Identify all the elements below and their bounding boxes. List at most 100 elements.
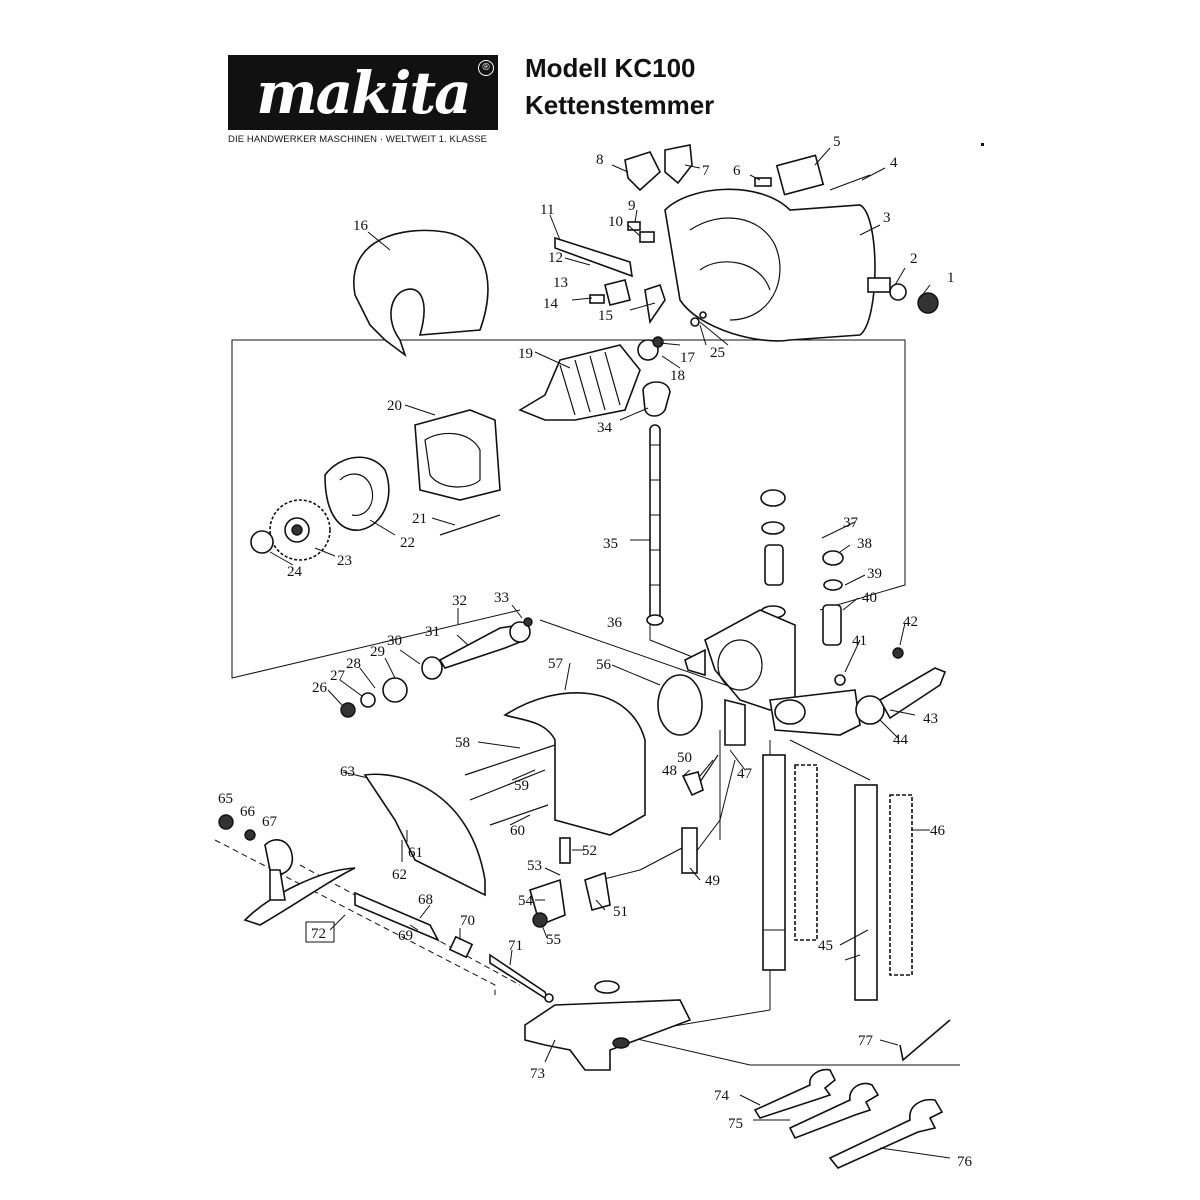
- blade-guard-16: [353, 229, 489, 358]
- callout-69: 69: [398, 928, 413, 944]
- chain-guard-group: [363, 674, 746, 897]
- brand-tagline: DIE HANDWERKER MASCHINEN · WELTWEIT 1. K…: [228, 134, 488, 145]
- callout-19: 19: [518, 346, 533, 362]
- callout-59: 59: [514, 778, 529, 794]
- callout-18: 18: [670, 368, 685, 384]
- drive-shaft-group: [340, 617, 533, 718]
- gear-group: [250, 499, 331, 561]
- brand-logo-background: [228, 55, 498, 130]
- callout-74: 74: [714, 1088, 730, 1104]
- callout-17: 17: [680, 350, 696, 366]
- callout-56: 56: [596, 657, 612, 673]
- callout-62: 62: [392, 867, 407, 883]
- callout-8: 8: [596, 152, 604, 168]
- callout-57: 57: [548, 656, 564, 672]
- brand-logo: makita: [256, 59, 472, 127]
- callout-20: 20: [387, 398, 402, 414]
- model-title: Modell KC100: [525, 53, 696, 83]
- callout-39: 39: [867, 566, 882, 582]
- motor-housing-group: [554, 144, 939, 342]
- callout-40: 40: [862, 590, 877, 606]
- callout-24: 24: [287, 564, 303, 580]
- callout-15: 15: [598, 308, 613, 324]
- callout-26: 26: [312, 680, 328, 696]
- callout-32: 32: [452, 593, 467, 609]
- column-head-group: [684, 489, 947, 736]
- callout-6: 6: [733, 163, 741, 179]
- callout-7: 7: [702, 163, 710, 179]
- callout-51: 51: [613, 904, 628, 920]
- callout-9: 9: [628, 198, 636, 214]
- callout-52: 52: [582, 843, 597, 859]
- callout-27: 27: [330, 668, 346, 684]
- callout-30: 30: [387, 633, 402, 649]
- callout-65: 65: [218, 791, 233, 807]
- callout-61: 61: [408, 845, 423, 861]
- callout-63: 63: [340, 764, 355, 780]
- callout-67: 67: [262, 814, 278, 830]
- callout-58: 58: [455, 735, 470, 751]
- callout-72: 72: [311, 926, 326, 942]
- callout-3: 3: [883, 210, 891, 226]
- clamp-group: [529, 837, 611, 928]
- callout-1: 1: [947, 270, 955, 286]
- callout-77: 77: [858, 1033, 874, 1049]
- callout-44: 44: [893, 732, 909, 748]
- callout-54: 54: [518, 893, 534, 909]
- callout-70: 70: [460, 913, 475, 929]
- callout-41: 41: [852, 633, 867, 649]
- feed-lever-group: [218, 814, 554, 1003]
- callout-45: 45: [818, 938, 833, 954]
- print-mark: [981, 143, 984, 146]
- callout-12: 12: [548, 250, 563, 266]
- callout-31: 31: [425, 624, 440, 640]
- callout-46: 46: [930, 823, 946, 839]
- callout-36: 36: [607, 615, 623, 631]
- callout-10: 10: [608, 214, 623, 230]
- callout-34: 34: [597, 420, 613, 436]
- callout-23: 23: [337, 553, 352, 569]
- callout-38: 38: [857, 536, 872, 552]
- callout-4: 4: [890, 155, 898, 171]
- callout-76: 76: [957, 1154, 973, 1170]
- callout-47: 47: [737, 766, 753, 782]
- tools-group: [753, 1019, 951, 1169]
- callout-48: 48: [662, 763, 677, 779]
- callout-50: 50: [677, 750, 692, 766]
- callout-71: 71: [508, 938, 523, 954]
- callout-22: 22: [400, 535, 415, 551]
- callout-35: 35: [603, 536, 618, 552]
- callout-42: 42: [903, 614, 918, 630]
- callout-75: 75: [728, 1116, 743, 1132]
- product-name: Kettenstemmer: [525, 90, 715, 120]
- callout-labels: 1 2 3 4 5 6 7 8 9 10 11 12 13 14 15 16 1…: [218, 134, 973, 1170]
- registered-mark: ®: [478, 60, 494, 76]
- callout-13: 13: [553, 275, 568, 291]
- callout-49: 49: [705, 873, 720, 889]
- stator-group: [324, 409, 501, 536]
- callout-68: 68: [418, 892, 433, 908]
- callout-28: 28: [346, 656, 361, 672]
- callout-16: 16: [353, 218, 369, 234]
- callout-25: 25: [710, 345, 725, 361]
- leader-lines: [269, 147, 951, 1159]
- chain-bar-group: [646, 424, 664, 626]
- callout-43: 43: [923, 711, 938, 727]
- callout-11: 11: [540, 202, 554, 218]
- callout-72-box: [305, 921, 335, 943]
- callout-33: 33: [494, 590, 509, 606]
- callout-73: 73: [530, 1066, 545, 1082]
- callout-21: 21: [412, 511, 427, 527]
- armature-group: [518, 336, 671, 421]
- callout-55: 55: [546, 932, 561, 948]
- callout-2: 2: [910, 251, 918, 267]
- callout-66: 66: [240, 804, 256, 820]
- base-group: [524, 980, 692, 1071]
- callout-37: 37: [843, 515, 859, 531]
- callout-29: 29: [370, 644, 385, 660]
- column-posts-group: [762, 754, 913, 1001]
- callout-5: 5: [833, 134, 841, 150]
- callout-14: 14: [543, 296, 559, 312]
- assembly-lines: [214, 339, 960, 1066]
